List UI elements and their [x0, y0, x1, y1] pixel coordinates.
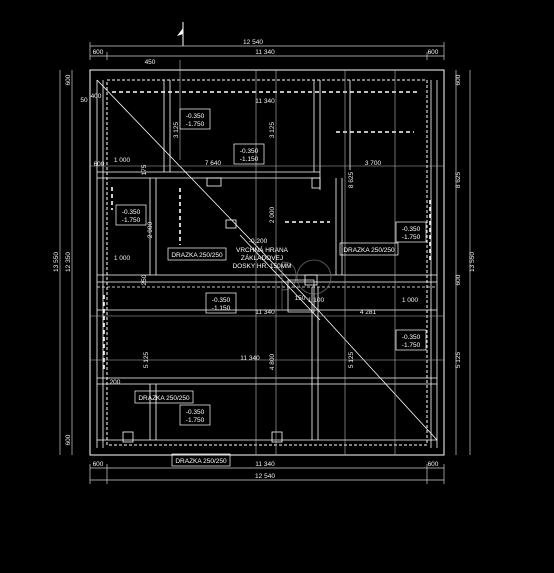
axis-lines: [90, 60, 444, 455]
dim-1000-b: 1 000: [114, 255, 131, 262]
dim-bottom-total: 12 540: [255, 473, 275, 480]
level-a-bottom: -1.750: [186, 121, 205, 128]
level-c-top: -0.350: [122, 209, 141, 216]
dim-left-total: 13 550: [53, 252, 60, 272]
dim-2900: 2 900: [147, 221, 154, 238]
dim-right-mid: 600: [455, 274, 462, 285]
dim-7640: 7 640: [205, 160, 222, 167]
drazka-label-a: DRAZKA 250/250: [171, 252, 223, 259]
drazka-label-b: DRAZKA 250/250: [343, 247, 395, 254]
dim-400-tl: 400: [91, 93, 102, 100]
dim-top-left: 600: [93, 49, 104, 56]
level-e-top: -0.350: [212, 297, 231, 304]
dim-175: 175: [141, 164, 148, 175]
dim-1100: 1 100: [308, 297, 325, 304]
level-b-bottom: -1.150: [240, 156, 259, 163]
level-f-top: -0.350: [402, 334, 421, 341]
dim-11340-c: 11 340: [240, 355, 260, 362]
level-g-bottom: -1.750: [186, 417, 205, 424]
dim-3125-a: 3 125: [173, 121, 180, 138]
dim-right-total: 13 550: [469, 252, 476, 272]
dim-11340-a: 11 340: [255, 98, 275, 105]
note-line-1: VRCHNÁ HRANA: [236, 245, 289, 254]
drazka-label-d: DRAZKA 250/250: [175, 458, 227, 465]
dim-5125-b: 5 125: [348, 351, 355, 368]
dim-top-right: 600: [428, 49, 439, 56]
dim-200-bl: 200: [110, 379, 121, 386]
dim-bottom-mid: 11 340: [255, 461, 275, 468]
dim-bottom-left: 600: [93, 461, 104, 468]
note-level: -0.200: [249, 238, 268, 245]
dim-5125-a: 5 125: [143, 351, 150, 368]
dim-top-mid: 11 340: [255, 49, 275, 56]
dim-left-top: 600: [65, 74, 72, 85]
dim-right-a: 8 625: [455, 171, 462, 188]
dim-right-top: 600: [455, 74, 462, 85]
drazka-label-c: DRAZKA 250/250: [138, 395, 190, 402]
dim-top-small: 450: [145, 59, 156, 66]
dim-250: 250: [141, 274, 148, 285]
level-a-top: -0.350: [186, 113, 205, 120]
level-d-bottom: -1.750: [402, 234, 421, 241]
dim-150: 150: [295, 295, 306, 302]
level-e-bottom: -1.150: [212, 305, 231, 312]
note-line-2: ZÁKLADOVEJ: [241, 253, 283, 262]
outer-walls: [89, 69, 445, 456]
dim-4800: 4 800: [269, 353, 276, 370]
dim-3125-b: 3 125: [269, 121, 276, 138]
diagonal-lines: [96, 79, 438, 441]
dim-top-total: 12 540: [243, 39, 263, 46]
level-b-top: -0.350: [240, 148, 259, 155]
outer-dimension-lines: [59, 42, 471, 484]
north-arrow-icon: [177, 22, 184, 46]
dim-bottom-right: 600: [428, 461, 439, 468]
dim-600-left: 600: [94, 161, 105, 168]
level-c-bottom: -1.750: [122, 217, 141, 224]
dashed-footings: [103, 91, 431, 370]
note-line-3: DOSKY HR. 150MM: [232, 263, 291, 270]
dim-3700: 3 700: [365, 160, 382, 167]
level-boxes: [115, 108, 427, 467]
dim-50: 50: [80, 97, 88, 104]
dim-4281: 4 281: [360, 309, 377, 316]
dim-right-b: 5 125: [455, 351, 462, 368]
dim-1000-a: 1 000: [114, 157, 131, 164]
level-d-top: -0.350: [402, 226, 421, 233]
level-f-bottom: -1.750: [402, 342, 421, 349]
dim-11340-b: 11 340: [255, 309, 275, 316]
dim-left-inner: 12 350: [65, 252, 72, 272]
dim-1000-c: 1 000: [402, 297, 419, 304]
dim-8625: 8 625: [348, 171, 355, 188]
dim-2000: 2 000: [269, 206, 276, 223]
level-g-top: -0.350: [186, 409, 205, 416]
dim-left-bottom: 600: [65, 434, 72, 445]
